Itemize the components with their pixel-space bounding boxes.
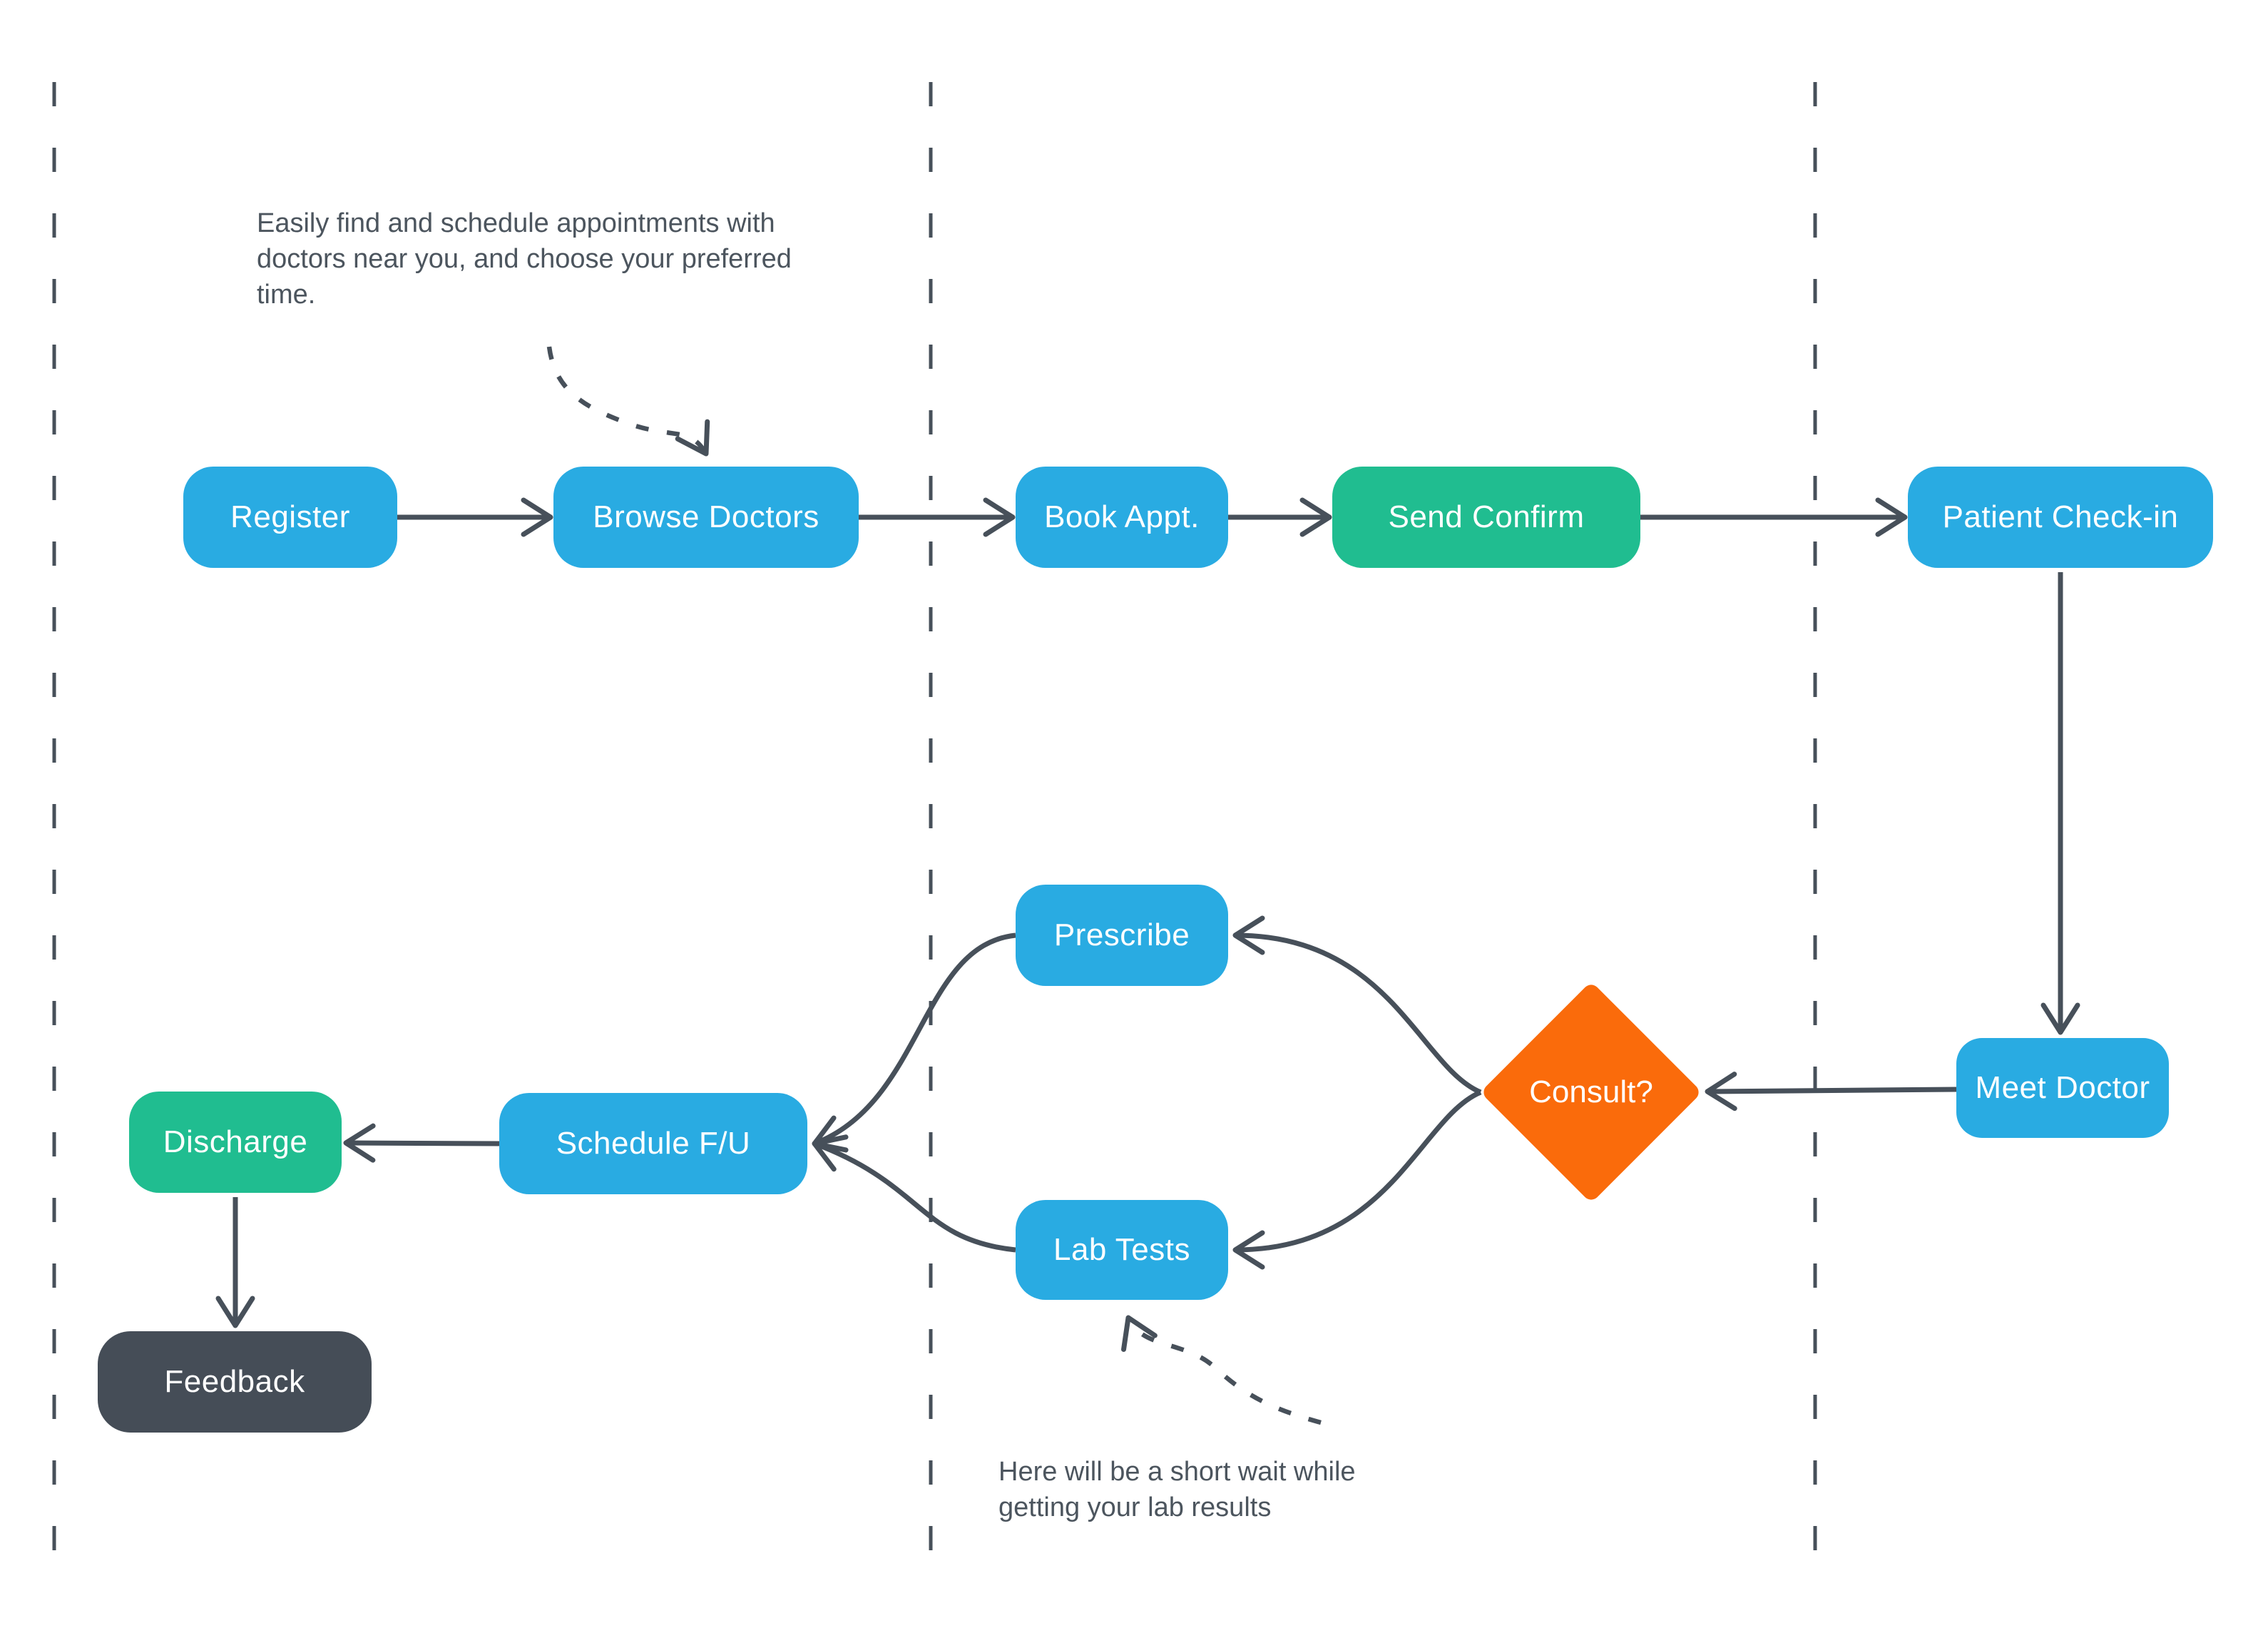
dashed-pointer-browse-note: [546, 346, 710, 457]
node-feedback[interactable]: Feedback: [98, 1331, 372, 1433]
arrow-consult-to-prescribe: [1232, 915, 1482, 1095]
arrow-prescribe-to-schedule: [812, 932, 1016, 1153]
node-prescribe-label: Prescribe: [1053, 917, 1190, 952]
arrow-consult-to-labtests: [1232, 1089, 1482, 1270]
node-prescribe[interactable]: Prescribe: [1016, 885, 1228, 986]
node-schedule-fu[interactable]: Schedule F/U: [499, 1093, 807, 1194]
node-book-appt[interactable]: Book Appt.: [1016, 467, 1228, 568]
node-patient-checkin-label: Patient Check-in: [1942, 499, 2179, 534]
node-send-confirm[interactable]: Send Confirm: [1332, 467, 1640, 568]
node-browse-doctors[interactable]: Browse Doctors: [553, 467, 859, 568]
annotation-browse-note-text: Easily find and schedule appointments wi…: [257, 208, 792, 310]
node-discharge[interactable]: Discharge: [129, 1092, 342, 1193]
node-discharge-label: Discharge: [163, 1124, 308, 1159]
node-browse-doctors-label: Browse Doctors: [593, 499, 819, 534]
node-consult-decision[interactable]: Consult?: [1480, 981, 1702, 1204]
arrow-labtests-to-schedule: [812, 1134, 1016, 1253]
arrow-schedule-to-discharge: [343, 1123, 500, 1163]
annotation-browse-note[interactable]: Easily find and schedule appointments wi…: [257, 205, 834, 312]
node-lab-tests[interactable]: Lab Tests: [1016, 1200, 1228, 1300]
annotation-lab-wait-note-text: Here will be a short wait while getting …: [998, 1457, 1356, 1523]
dashed-pointer-lab-note: [1121, 1315, 1322, 1425]
node-book-appt-label: Book Appt.: [1044, 499, 1200, 534]
node-register-label: Register: [230, 499, 350, 534]
arrow-meet-to-consult: [1705, 1072, 1957, 1112]
node-meet-doctor-label: Meet Doctor: [1975, 1070, 2150, 1105]
node-schedule-fu-label: Schedule F/U: [556, 1126, 751, 1161]
node-patient-checkin[interactable]: Patient Check-in: [1908, 467, 2213, 568]
node-consult-label: Consult?: [1529, 1074, 1653, 1109]
node-meet-doctor[interactable]: Meet Doctor: [1956, 1038, 2169, 1138]
node-register[interactable]: Register: [183, 467, 397, 568]
node-lab-tests-label: Lab Tests: [1053, 1232, 1191, 1267]
annotation-lab-wait-note[interactable]: Here will be a short wait while getting …: [998, 1454, 1441, 1525]
node-send-confirm-label: Send Confirm: [1388, 499, 1585, 534]
node-feedback-label: Feedback: [164, 1364, 305, 1399]
